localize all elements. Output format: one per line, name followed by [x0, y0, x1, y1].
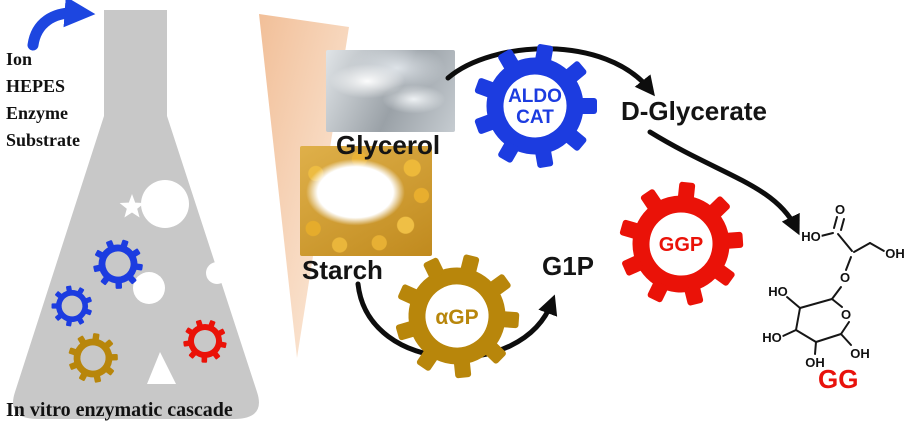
glycerol-label: Glycerol	[336, 130, 441, 160]
reagent-item: Substrate	[6, 130, 81, 150]
reagent-item: HEPES	[6, 76, 66, 96]
flask-bubbles	[133, 180, 246, 304]
aldo-gear-label-line1: ALDO	[508, 86, 562, 107]
bubble	[133, 272, 165, 304]
agp-gear: αGP	[382, 241, 533, 391]
gg-label: GG	[818, 364, 859, 394]
ggp-gear-label: GGP	[659, 234, 703, 256]
atom-label: OH	[885, 246, 905, 261]
atom-label: O	[841, 307, 851, 322]
reagent-item: Enzyme	[6, 103, 68, 123]
agp-gear-label: αGP	[435, 306, 478, 329]
atom-label: O	[840, 270, 850, 285]
aldo-gear-label-line2: CAT	[516, 107, 554, 128]
reagent-list: Ion HEPES Enzyme Substrate	[6, 46, 80, 154]
atom-label: OH	[850, 346, 870, 361]
starch-photo	[300, 146, 432, 256]
bubble	[141, 180, 189, 228]
aldo-cat-gear: ALDO CAT	[463, 34, 607, 177]
atom-label: OH	[805, 355, 825, 370]
triangle-icon	[147, 352, 176, 384]
starch-label: Starch	[302, 255, 383, 285]
atom-label: HO	[801, 229, 821, 244]
bubble	[230, 226, 246, 242]
d-glycerate-label: D-Glycerate	[621, 96, 767, 126]
caption: In vitro enzymatic cascade	[6, 399, 233, 421]
gg-structure: O HO OH O O HO HO OH OH	[761, 201, 907, 372]
reagent-item: Ion	[6, 49, 33, 69]
curved-arrow-icon	[27, 0, 96, 51]
atom-label: HO	[762, 330, 782, 345]
g1p-label: G1P	[542, 251, 595, 281]
atom-label: HO	[768, 284, 788, 299]
glycerol-photo	[326, 50, 455, 132]
atom-label: O	[835, 202, 845, 217]
star-icon	[119, 194, 145, 218]
dglycerate-to-gg-arrow	[647, 129, 800, 236]
bubble	[206, 262, 228, 284]
ggp-gear: GGP	[613, 176, 750, 311]
